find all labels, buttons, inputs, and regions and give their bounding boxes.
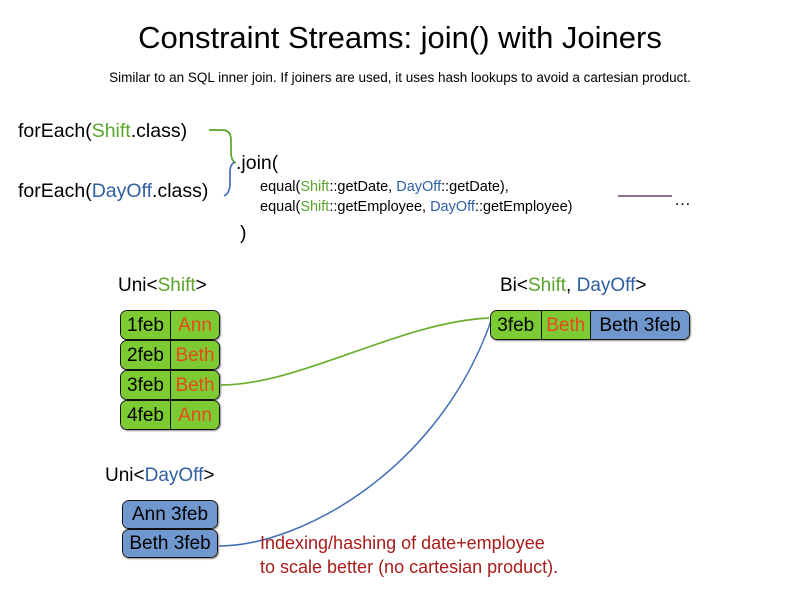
shift-employee-cell: Beth <box>169 371 219 399</box>
dayoff-label-cell: Ann 3feb <box>123 501 217 528</box>
shift-fact-row[interactable]: 4feb Ann <box>120 400 220 430</box>
label-bi-separator: , <box>566 275 577 296</box>
brace-dayoff-to-join <box>223 161 236 197</box>
foreach-dayoff-prefix: forEach( <box>18 180 92 202</box>
label-uni-shift: Uni<Shift> <box>118 275 207 297</box>
dayoff-fact-row[interactable]: Beth 3feb <box>122 529 218 558</box>
joiner-arg-employee-right-type: DayOff <box>430 199 475 215</box>
foreach-dayoff-suffix: .class) <box>152 180 209 202</box>
label-uni-shift-type: Shift <box>157 275 196 296</box>
page-subtitle: Similar to an SQL inner join. If joiners… <box>109 70 691 85</box>
bi-employee-cell: Beth <box>540 311 590 339</box>
bi-fact-row[interactable]: 3feb Beth Beth 3feb <box>490 310 690 340</box>
foreach-shift-statement: forEach(Shift.class) <box>18 120 187 143</box>
foreach-dayoff-statement: forEach(DayOff.class) <box>18 180 208 203</box>
dayoff-label-cell: Beth 3feb <box>123 530 217 557</box>
continuation-ellipsis: … <box>674 190 691 209</box>
label-uni-dayoff: Uni<DayOff> <box>105 465 215 487</box>
joiner-arg-employee-right-method: ::getEmployee) <box>474 199 573 215</box>
shift-employee-cell: Beth <box>169 341 219 369</box>
joiner-arg-date-right-method: ::getDate), <box>441 179 509 195</box>
joiner-arg-date-left-method: ::getDate, <box>329 179 397 195</box>
foreach-dayoff-type: DayOff <box>91 180 153 202</box>
joiner-arg-employee-prefix: equal( <box>260 199 301 215</box>
label-uni-dayoff-prefix: Uni< <box>105 465 145 486</box>
label-bi-type-a: Shift <box>528 275 567 296</box>
shift-fact-row[interactable]: 1feb Ann <box>120 310 220 340</box>
joiner-arg-date-left-type: Shift <box>300 179 330 195</box>
shift-employee-cell: Ann <box>169 401 219 429</box>
connector-dayoff-to-bi <box>218 317 493 547</box>
joiner-arg-date-prefix: equal( <box>260 179 301 195</box>
shift-date-cell: 4feb <box>121 401 170 429</box>
shift-date-cell: 3feb <box>121 371 170 399</box>
annotation-text: Indexing/hashing of date+employee to sca… <box>260 533 559 578</box>
foreach-shift-type: Shift <box>91 120 131 142</box>
label-bi-shift-dayoff: Bi<Shift, DayOff> <box>500 275 646 297</box>
shift-date-cell: 1feb <box>121 311 170 339</box>
foreach-shift-suffix: .class) <box>130 120 188 142</box>
brace-shift-to-join <box>209 129 237 164</box>
joiner-arg-employee-left-method: ::getEmployee, <box>329 199 431 215</box>
joiner-arg-employee-left-type: Shift <box>300 199 330 215</box>
label-bi-prefix: Bi< <box>500 275 528 296</box>
join-open-token: .join( <box>236 152 279 174</box>
joiner-arg-employee: equal(Shift::getEmployee, DayOff::getEmp… <box>260 199 572 215</box>
dayoff-fact-row[interactable]: Ann 3feb <box>122 500 218 529</box>
shift-fact-row[interactable]: 3feb Beth <box>120 370 220 400</box>
label-bi-suffix: > <box>635 275 647 296</box>
label-bi-type-b: DayOff <box>576 275 636 296</box>
connector-shift-to-bi <box>220 317 490 386</box>
foreach-shift-prefix: forEach( <box>18 120 92 142</box>
label-uni-shift-prefix: Uni< <box>118 275 158 296</box>
shift-date-cell: 2feb <box>121 341 170 369</box>
bi-dayoff-cell: Beth 3feb <box>590 311 689 339</box>
join-close-token: ) <box>240 222 247 244</box>
page-title: Constraint Streams: join() with Joiners <box>138 20 662 55</box>
bi-date-cell: 3feb <box>491 311 541 339</box>
label-uni-dayoff-suffix: > <box>203 465 215 486</box>
joiner-arg-date-right-type: DayOff <box>396 179 442 195</box>
shift-employee-cell: Ann <box>169 311 219 339</box>
joiner-arg-date: equal(Shift::getDate, DayOff::getDate), <box>260 179 509 195</box>
shift-fact-row[interactable]: 2feb Beth <box>120 340 220 370</box>
label-uni-dayoff-type: DayOff <box>144 465 204 486</box>
label-uni-shift-suffix: > <box>195 275 207 296</box>
